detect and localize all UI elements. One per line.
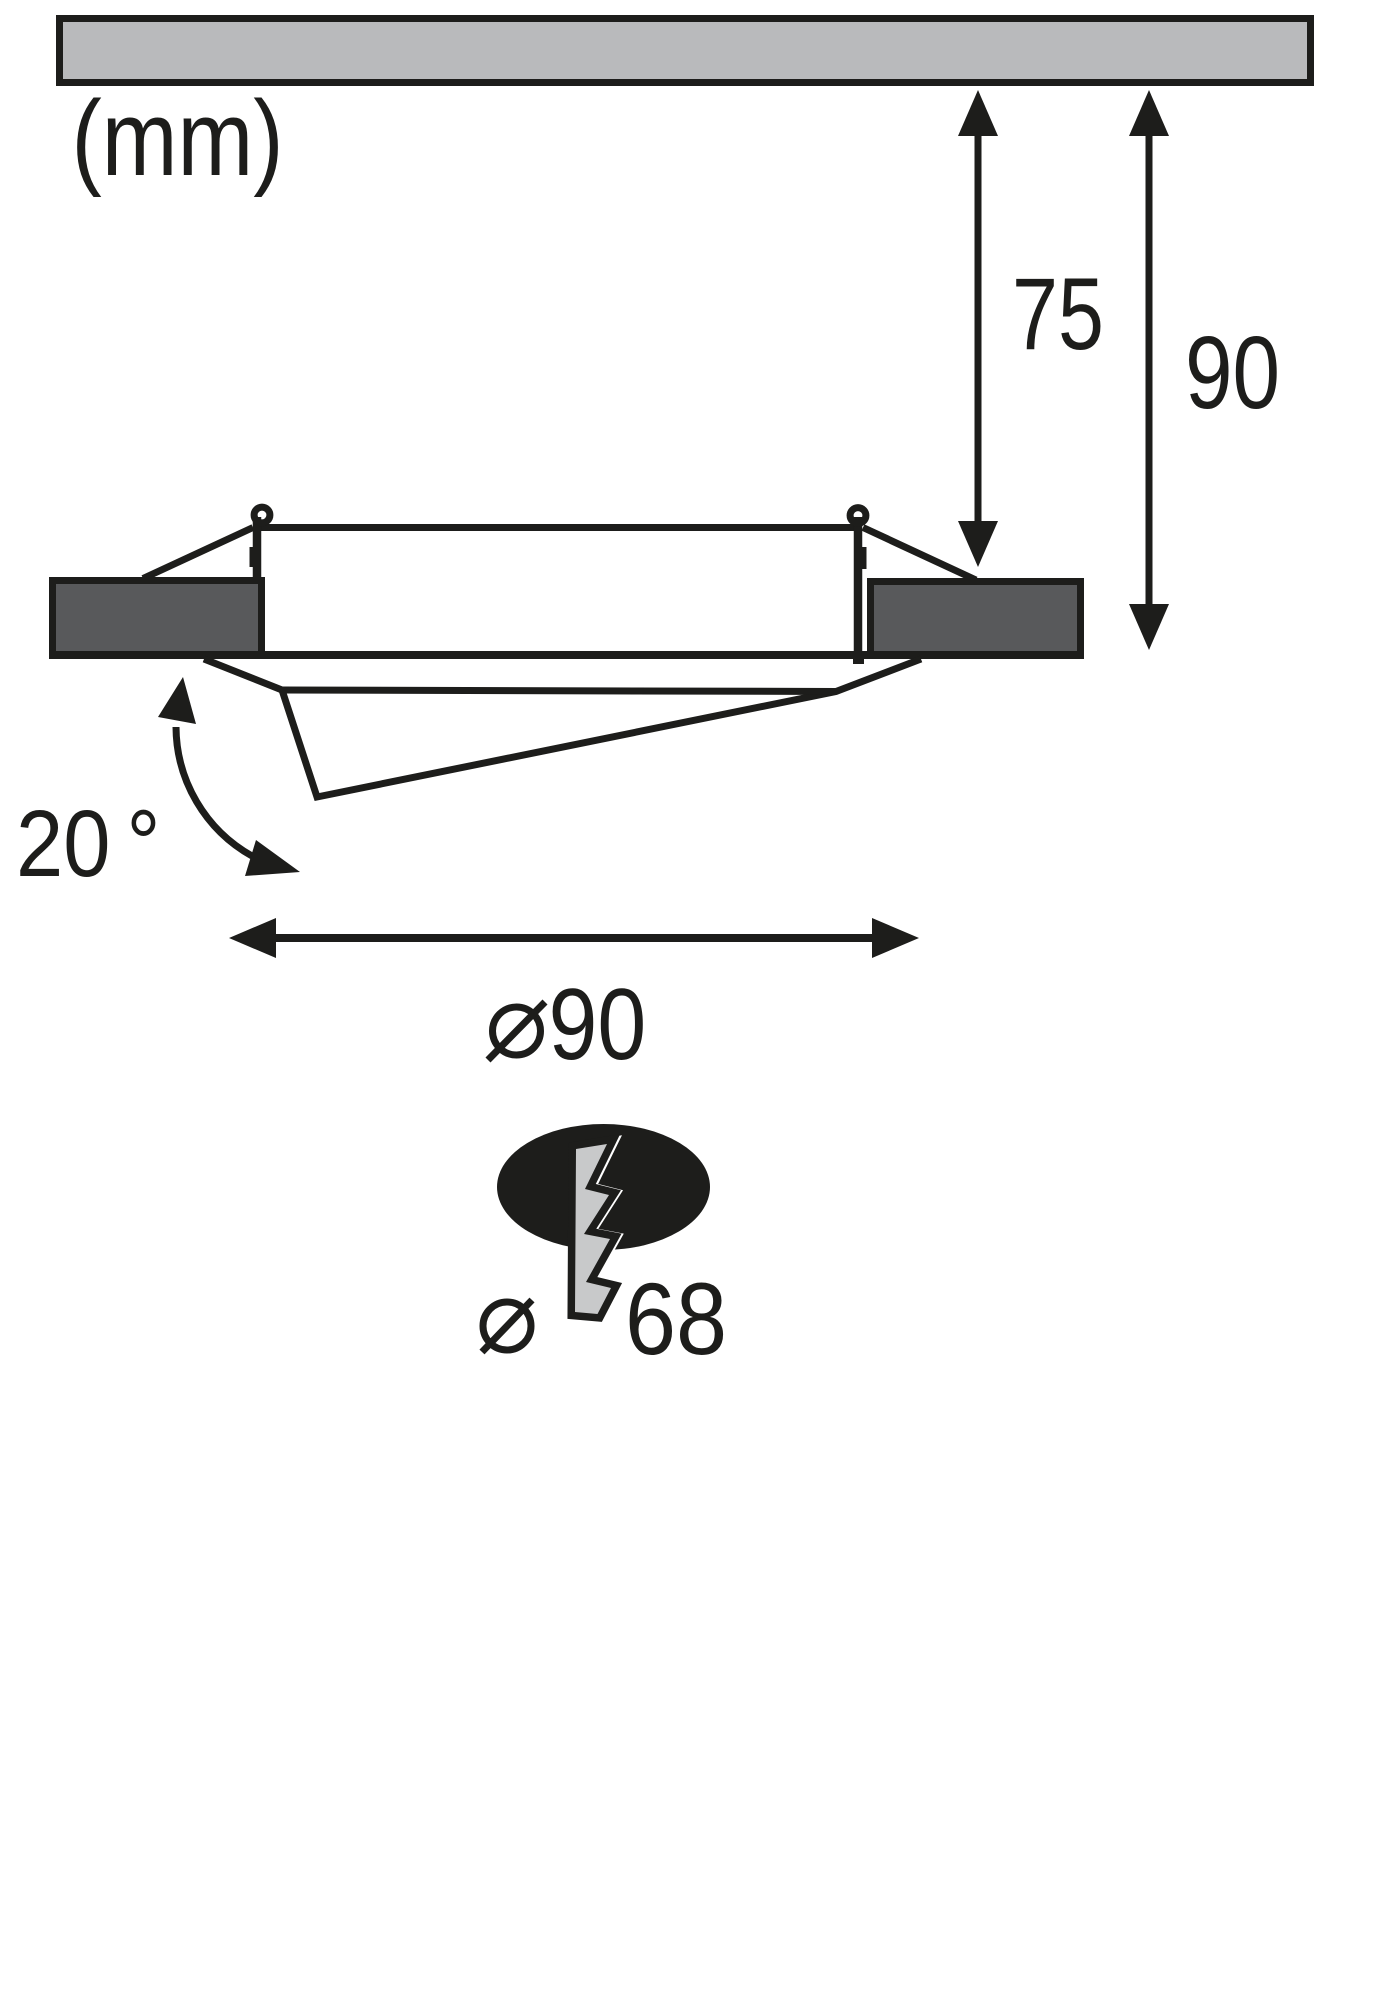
svg-text:°: ° bbox=[127, 791, 161, 897]
svg-text:(mm): (mm) bbox=[72, 79, 284, 199]
svg-text:75: 75 bbox=[1012, 257, 1104, 371]
svg-text:68: 68 bbox=[625, 1261, 727, 1376]
svg-text:90: 90 bbox=[1185, 316, 1280, 431]
svg-text:20: 20 bbox=[16, 791, 110, 897]
svg-text:90: 90 bbox=[549, 968, 647, 1081]
